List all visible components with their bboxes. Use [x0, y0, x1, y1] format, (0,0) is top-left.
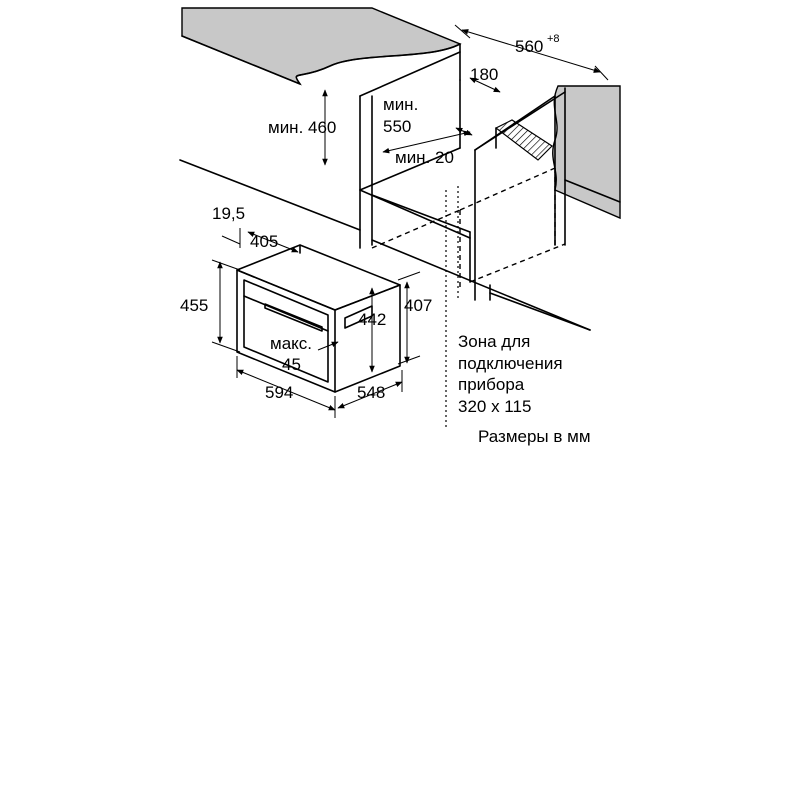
- left-countertop: [181, 7, 462, 86]
- dimension-lines: [211, 24, 609, 418]
- label-max-value: 45: [282, 355, 301, 374]
- label-min-gap: мин. 20: [395, 148, 454, 167]
- label-niche-width-tolerance: +8: [547, 33, 560, 45]
- connection-zone-line4: 320 x 115: [458, 397, 531, 416]
- connection-zone-outline: [445, 186, 459, 430]
- label-rear-gap: 180: [470, 65, 498, 84]
- vent-hatch-area: [494, 119, 553, 161]
- label-inner-height: 442: [358, 310, 386, 329]
- label-total-depth: 548: [357, 383, 385, 402]
- label-total-width: 594: [265, 383, 293, 402]
- label-front-offset: 19,5: [212, 204, 245, 223]
- label-min-depth-prefix: мин.: [383, 95, 418, 114]
- niche-hidden-lines: [371, 167, 566, 290]
- label-body-height: 407: [404, 296, 432, 315]
- label-total-height: 455: [180, 296, 208, 315]
- dimension-labels: 560 +8 180 мин. 460 мин. 550 мин. 20 19,…: [180, 33, 560, 402]
- connection-zone-line2: подключения: [458, 354, 563, 373]
- label-min-depth-value: 550: [383, 117, 411, 136]
- left-cabinet: [179, 43, 591, 331]
- label-max-prefix: макс.: [270, 334, 312, 353]
- connection-zone-labels: Зона для подключения прибора 320 x 115: [458, 332, 563, 416]
- connection-zone-line1: Зона для: [458, 332, 530, 351]
- connection-zone-line3: прибора: [458, 375, 525, 394]
- label-inner-width: 405: [250, 232, 278, 251]
- label-min-height: мин. 460: [268, 118, 336, 137]
- label-niche-width: 560: [515, 37, 543, 56]
- units-note: Размеры в мм: [478, 427, 591, 446]
